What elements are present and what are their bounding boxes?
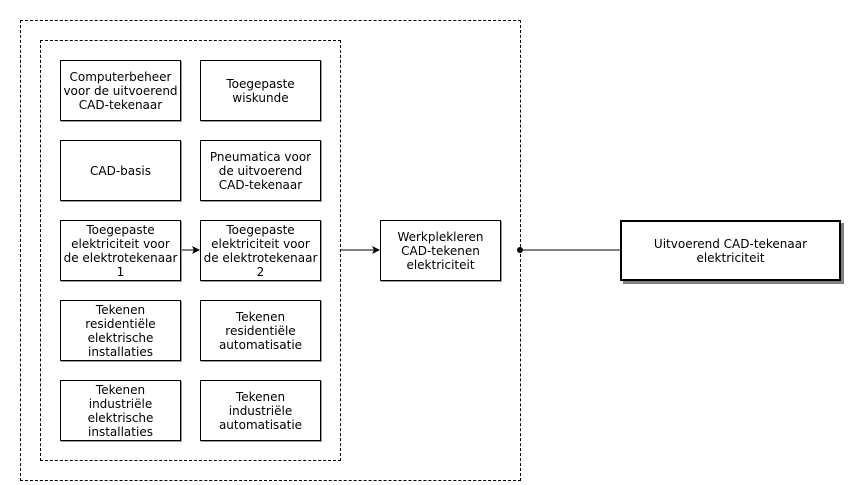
node-elektriciteit-2[interactable]: Toegepaste elektriciteit voor de elektro… (200, 220, 321, 281)
node-toegepaste-wiskunde[interactable]: Toegepaste wiskunde (200, 60, 321, 121)
node-residentiele-installaties[interactable]: Tekenen residentiële elektrische install… (60, 300, 181, 361)
edge-start-dot (517, 247, 523, 253)
node-elektriciteit-1[interactable]: Toegepaste elektriciteit voor de elektro… (60, 220, 181, 281)
node-residentiele-automatisatie[interactable]: Tekenen residentiële automatisatie (200, 300, 321, 361)
node-werkplekleren[interactable]: Werkplekleren CAD-tekenen elektriciteit (380, 220, 501, 281)
node-uitvoerend-cad-tekenaar[interactable]: Uitvoerend CAD-tekenaar elektriciteit (620, 220, 841, 281)
node-industriele-automatisatie[interactable]: Tekenen industriële automatisatie (200, 380, 321, 441)
inner-group-container (40, 40, 341, 461)
node-cad-basis[interactable]: CAD-basis (60, 140, 181, 201)
node-pneumatica[interactable]: Pneumatica voor de uitvoerend CAD-tekena… (200, 140, 321, 201)
node-industriele-installaties[interactable]: Tekenen industriële elektrische installa… (60, 380, 181, 441)
node-computerbeheer[interactable]: Computerbeheer voor de uitvoerend CAD-te… (60, 60, 181, 121)
